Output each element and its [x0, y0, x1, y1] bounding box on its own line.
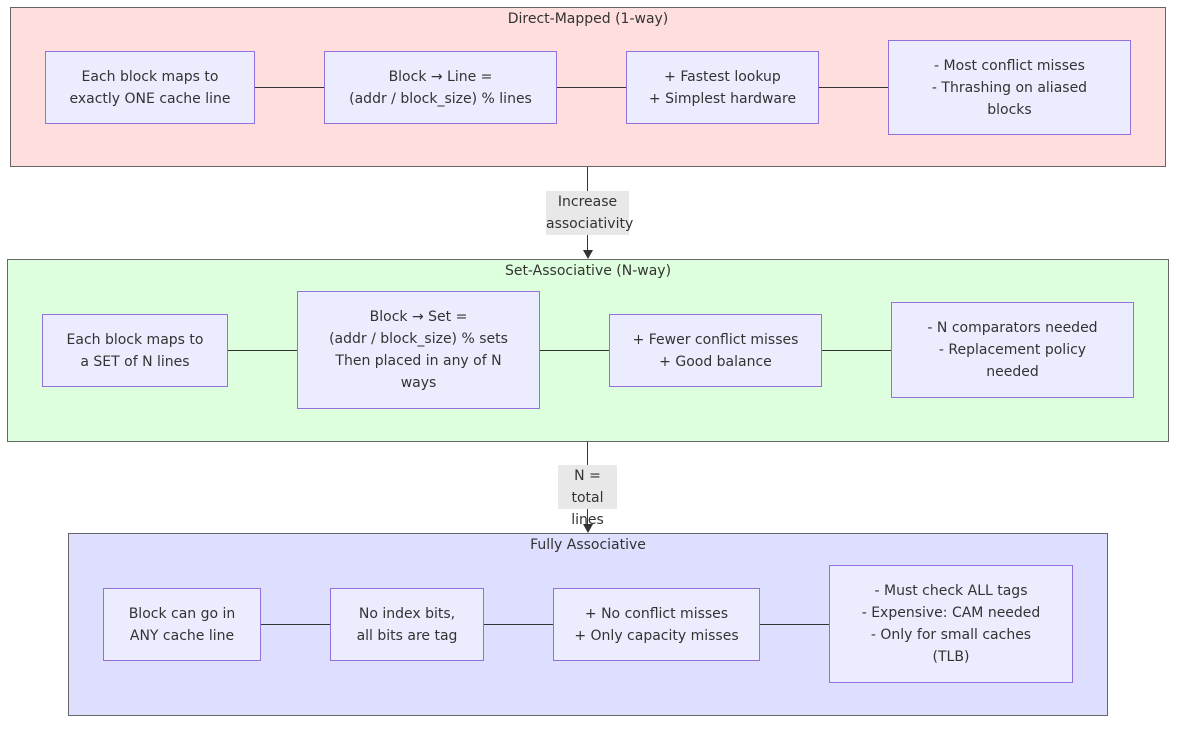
connector	[228, 350, 297, 351]
edge-label: N = total lines	[558, 465, 617, 528]
connector	[540, 350, 609, 351]
group-title: Direct-Mapped (1-way)	[507, 11, 669, 27]
connector	[557, 87, 626, 88]
diagram-node: - Most conflict misses - Thrashing on al…	[888, 40, 1131, 135]
connector	[760, 624, 829, 625]
diagram-node: - Must check ALL tags - Expensive: CAM n…	[829, 565, 1073, 683]
group-title: Set-Associative (N-way)	[504, 263, 672, 279]
group-title: Fully Associative	[530, 537, 646, 553]
diagram-node: Block can go in ANY cache line	[103, 588, 261, 661]
connector	[255, 87, 324, 88]
connector	[822, 350, 891, 351]
connector	[819, 87, 888, 88]
edge-label: Increase associativity	[546, 191, 633, 235]
diagram-node: No index bits, all bits are tag	[330, 588, 484, 661]
connector	[484, 624, 553, 625]
connector	[261, 624, 330, 625]
diagram-node: Each block maps to a SET of N lines	[42, 314, 228, 387]
diagram-node: - N comparators needed - Replacement pol…	[891, 302, 1134, 398]
diagram-node: Block → Line = (addr / block_size) % lin…	[324, 51, 557, 124]
diagram-node: + No conflict misses + Only capacity mis…	[553, 588, 760, 661]
arrow-down-icon	[583, 250, 593, 259]
diagram-node: + Fewer conflict misses + Good balance	[609, 314, 822, 387]
arrow-down-icon	[583, 524, 593, 533]
diagram-node: Each block maps to exactly ONE cache lin…	[45, 51, 255, 124]
diagram-node: Block → Set = (addr / block_size) % sets…	[297, 291, 540, 409]
diagram-node: + Fastest lookup + Simplest hardware	[626, 51, 819, 124]
